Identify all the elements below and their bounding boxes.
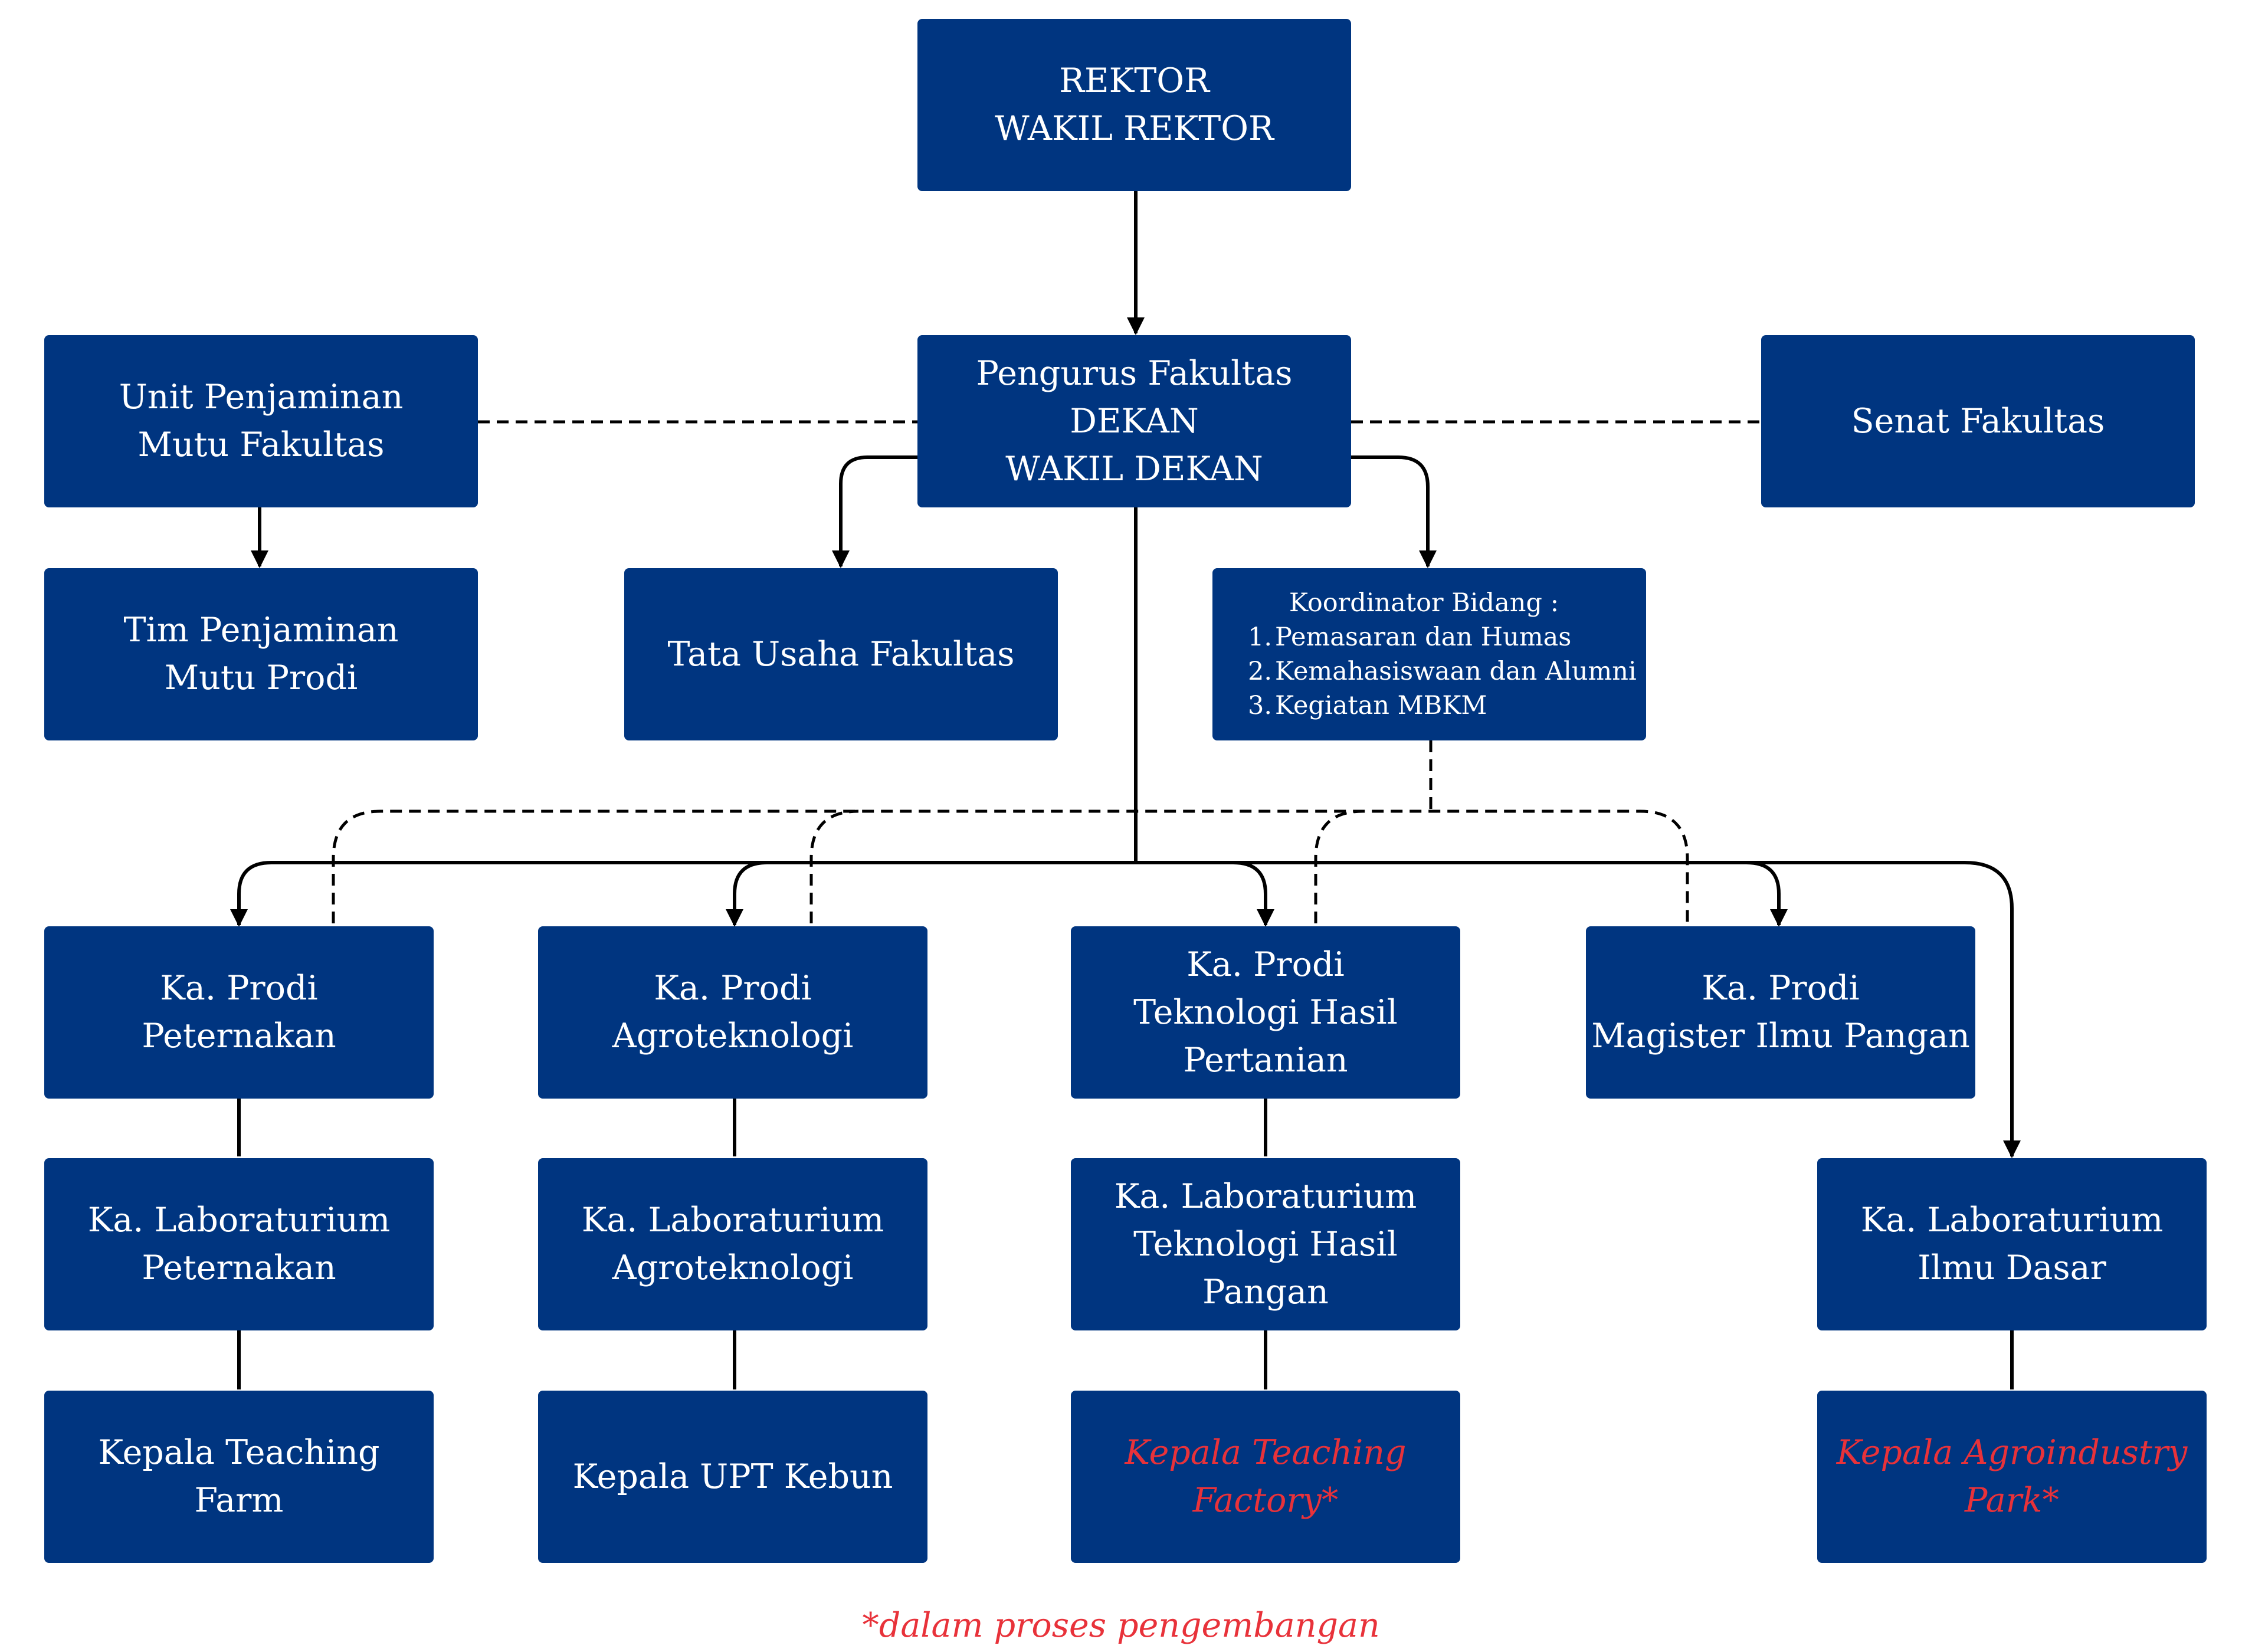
upt-kebun-line-1: Kepala UPT Kebun <box>572 1457 893 1496</box>
tata-usaha-box: Tata Usaha Fakultas <box>624 568 1058 740</box>
senat-fakultas-box: Senat Fakultas <box>1761 335 2195 507</box>
pengurus-fakultas-box: Pengurus Fakultas DEKAN WAKIL DEKAN <box>917 335 1351 507</box>
unit-penjaminan-mutu-box: Unit Penjaminan Mutu Fakultas <box>44 335 478 507</box>
pengurus-line-2: DEKAN <box>1070 401 1199 441</box>
tata-usaha-line-1: Tata Usaha Fakultas <box>667 634 1015 674</box>
teaching-farm-line-2: Farm <box>194 1481 284 1520</box>
lab-agro-line-2: Agroteknologi <box>612 1248 854 1287</box>
line-bus-thp <box>1233 861 1274 927</box>
unit-pm-line-1: Unit Penjaminan <box>119 378 404 417</box>
koordinator-item: 3. Kegiatan MBKM <box>1248 689 1487 723</box>
lab-agro-line-1: Ka. Laboraturium <box>581 1201 884 1240</box>
lab-peternakan-line-1: Ka. Laboraturium <box>87 1201 391 1240</box>
prodi-agro-line-1: Ka. Prodi <box>654 969 812 1008</box>
koordinator-item: 2. Kemahasiswaan dan Alumni <box>1248 654 1637 689</box>
rektor-line-2: WAKIL REKTOR <box>995 109 1274 148</box>
line-horizontal-bus <box>271 861 2021 1158</box>
dashed-coordination-bus <box>332 809 1689 923</box>
rektor-box: REKTOR WAKIL REKTOR <box>917 19 1351 191</box>
teaching-farm-box: Kepala Teaching Farm <box>44 1391 434 1563</box>
koordinator-item-number: 1. <box>1248 622 1273 652</box>
footnote: *dalam proses pengembangan <box>862 1606 1380 1645</box>
prodi-thp-line-2: Teknologi Hasil <box>1133 992 1398 1032</box>
rektor-line-1: REKTOR <box>1059 61 1210 100</box>
prodi-agroteknologi-box: Ka. Prodi Agroteknologi <box>538 926 927 1099</box>
lab-thp-line-3: Pangan <box>1202 1272 1329 1312</box>
teaching-farm-line-1: Kepala Teaching <box>98 1433 380 1472</box>
tim-pm-line-2: Mutu Prodi <box>164 658 358 697</box>
upt-kebun-box: Kepala UPT Kebun <box>538 1391 927 1563</box>
koordinator-item-text: Kemahasiswaan dan Alumni <box>1275 657 1637 686</box>
prodi-teknologi-hasil-pertanian-box: Ka. Prodi Teknologi Hasil Pertanian <box>1071 926 1460 1099</box>
lab-ilmu-dasar-line-2: Ilmu Dasar <box>1918 1248 2106 1287</box>
koordinator-item-number: 3. <box>1248 691 1273 720</box>
tim-penjaminan-mutu-box: Tim Penjaminan Mutu Prodi <box>44 568 478 740</box>
koordinator-title: Koordinator Bidang : <box>1289 588 1559 618</box>
prodi-thp-line-1: Ka. Prodi <box>1186 945 1345 984</box>
teaching-factory-line-1: Kepala Teaching <box>1125 1433 1407 1472</box>
koordinator-item-text: Pemasaran dan Humas <box>1275 622 1572 652</box>
teaching-factory-box: Kepala Teaching Factory* <box>1071 1391 1460 1563</box>
prodi-agro-line-2: Agroteknologi <box>612 1017 854 1056</box>
agroindustry-park-box: Kepala Agroindustry Park* <box>1817 1391 2207 1563</box>
dashed-to-agro <box>809 809 859 923</box>
prodi-magister-ilmu-pangan-box: Ka. Prodi Magister Ilmu Pangan <box>1586 926 1975 1099</box>
lab-peternakan-box: Ka. Laboraturium Peternakan <box>44 1158 434 1330</box>
prodi-mip-line-1: Ka. Prodi <box>1702 969 1860 1008</box>
lab-thp-line-1: Ka. Laboraturium <box>1114 1176 1417 1216</box>
agroindustry-park-line-1: Kepala Agroindustry <box>1836 1433 2188 1472</box>
prodi-peternakan-line-1: Ka. Prodi <box>160 969 318 1008</box>
pengurus-line-3: WAKIL DEKAN <box>1005 449 1263 489</box>
lab-ilmu-dasar-box: Ka. Laboraturium Ilmu Dasar <box>1817 1158 2207 1330</box>
line-pengurus-koordinator <box>1351 455 1437 568</box>
teaching-factory-line-2: Factory* <box>1192 1481 1339 1520</box>
line-bus-mip <box>1746 861 1788 927</box>
prodi-peternakan-box: Ka. Prodi Peternakan <box>44 926 434 1099</box>
koordinator-item-text: Kegiatan MBKM <box>1275 691 1487 720</box>
line-bus-peternakan <box>230 861 272 927</box>
line-bus-agro <box>726 861 768 927</box>
lab-agroteknologi-box: Ka. Laboraturium Agroteknologi <box>538 1158 927 1330</box>
line-pengurus-tata-usaha <box>832 455 917 568</box>
dashed-to-thp <box>1314 809 1363 923</box>
lab-thp-line-2: Teknologi Hasil <box>1133 1224 1398 1264</box>
prodi-thp-line-3: Pertanian <box>1183 1040 1348 1080</box>
lab-teknologi-hasil-pangan-box: Ka. Laboraturium Teknologi Hasil Pangan <box>1071 1158 1460 1330</box>
agroindustry-park-line-2: Park* <box>1964 1481 2060 1520</box>
senat-line-1: Senat Fakultas <box>1851 401 2105 441</box>
koordinator-item-number: 2. <box>1248 657 1273 686</box>
tim-pm-line-1: Tim Penjaminan <box>123 611 399 650</box>
pengurus-line-1: Pengurus Fakultas <box>976 353 1293 393</box>
lab-peternakan-line-2: Peternakan <box>142 1248 336 1287</box>
unit-pm-line-2: Mutu Fakultas <box>137 425 385 464</box>
koordinator-bidang-box: Koordinator Bidang : 1. Pemasaran dan Hu… <box>1212 568 1646 740</box>
prodi-peternakan-line-2: Peternakan <box>142 1017 336 1056</box>
lab-ilmu-dasar-line-1: Ka. Laboraturium <box>1860 1201 2164 1240</box>
koordinator-item: 1. Pemasaran dan Humas <box>1248 620 1571 654</box>
prodi-mip-line-2: Magister Ilmu Pangan <box>1591 1017 1970 1056</box>
